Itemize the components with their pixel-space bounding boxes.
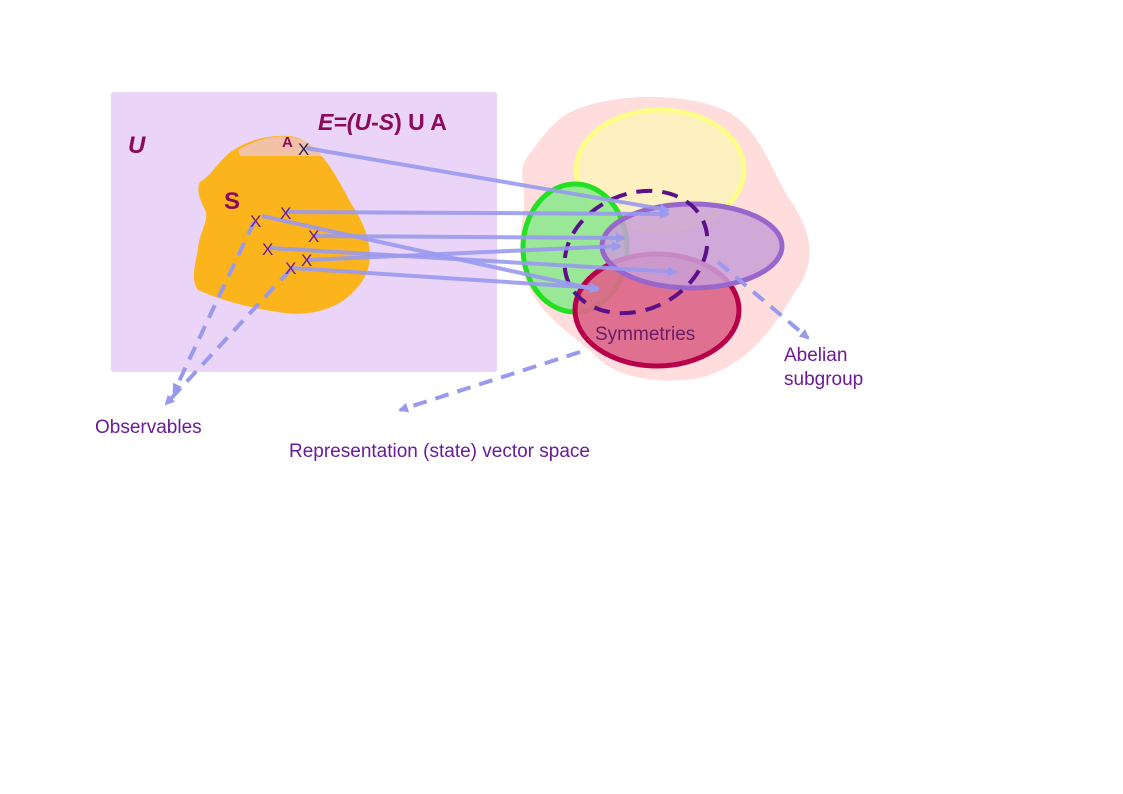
point-marker: X xyxy=(285,259,296,278)
arrow-s6 xyxy=(291,266,600,293)
arrow-s4 xyxy=(269,246,678,277)
point-marker: X xyxy=(308,227,319,246)
observables-label: Observables xyxy=(95,417,202,438)
set-a-region xyxy=(238,136,322,156)
representation-label: Representation (state) vector space xyxy=(289,441,590,462)
dashed-region-ellipse xyxy=(562,188,710,316)
arrow-s5 xyxy=(307,241,622,262)
arrow-s1 xyxy=(285,208,670,219)
set-s-label: S xyxy=(224,188,240,215)
arrow-s3 xyxy=(313,232,626,243)
arrow-abelian xyxy=(716,260,810,340)
point-marker: X xyxy=(301,251,312,270)
point-marker: X xyxy=(250,212,261,231)
universe-label: U xyxy=(128,132,146,159)
environment-formula: E=(U-S) U A xyxy=(318,109,447,135)
arrow-observables-2 xyxy=(164,268,292,406)
abelian-subgroup-label: Abelian subgroup xyxy=(784,345,863,390)
point-marker: X xyxy=(280,204,291,223)
symmetries-label: Symmetries xyxy=(595,324,695,345)
point-marker-a: X xyxy=(298,140,309,159)
abelian-subgroup-ellipse xyxy=(599,201,785,291)
point-marker: X xyxy=(262,240,273,259)
arrow-observables-1 xyxy=(172,221,256,394)
arrow-representation xyxy=(398,350,581,413)
set-a-label: A xyxy=(282,134,293,151)
arrow-a-to-abelian xyxy=(305,146,670,214)
point-markers: X X X X X X X xyxy=(250,140,319,278)
mapping-arrows xyxy=(261,146,678,294)
label-arrows xyxy=(164,221,810,413)
